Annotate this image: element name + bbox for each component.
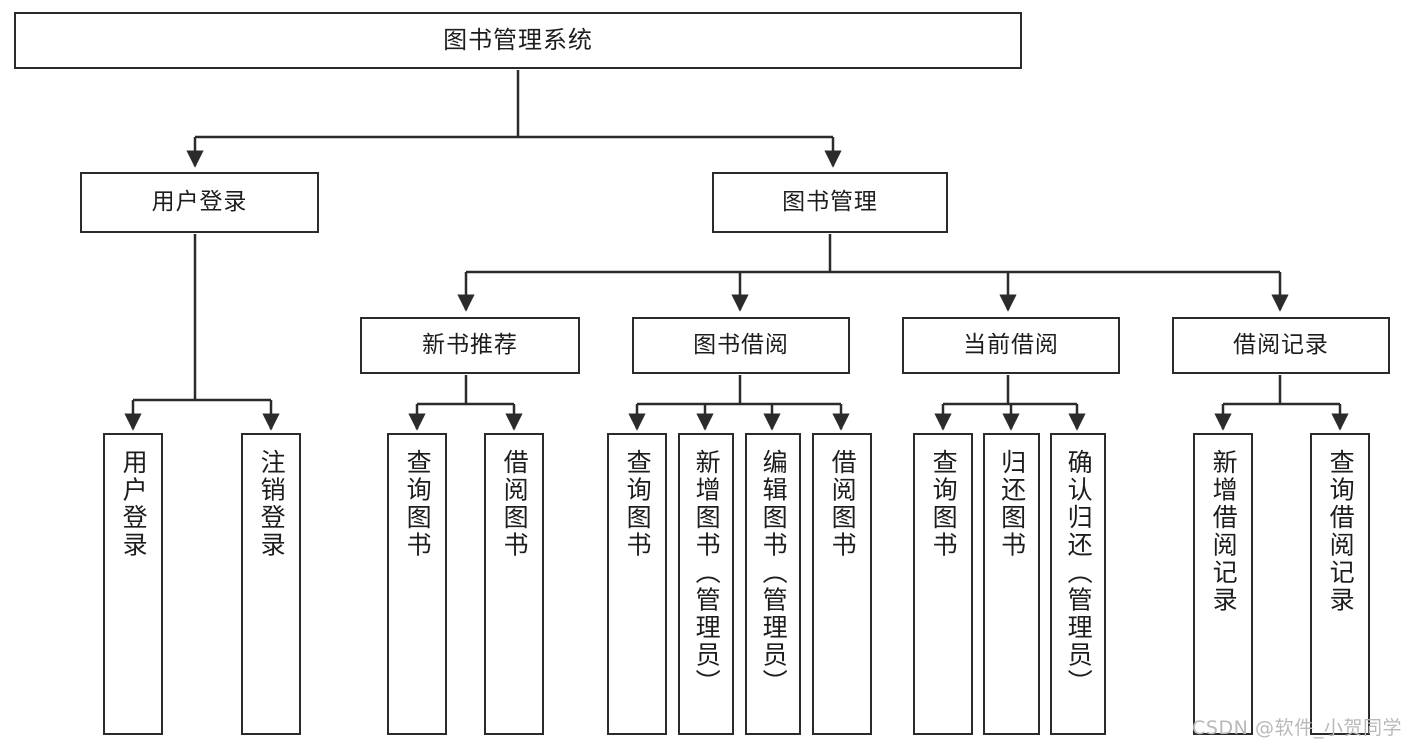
node-label: 归还图书 [997,449,1027,559]
leaf-borrow-record-query[interactable]: 查询借阅记录 [1310,433,1370,735]
leaf-book-borrow-edit[interactable]: 编辑图书（管理员） [745,433,801,735]
node-label: 新增借阅记录 [1209,449,1239,614]
leaf-current-borrow-query[interactable]: 查询图书 [913,433,973,735]
node-label: 当前借阅 [963,331,1059,358]
node-new-book-recommend[interactable]: 新书推荐 [360,317,580,374]
node-user-login[interactable]: 用户登录 [80,172,319,233]
leaf-new-book-query[interactable]: 查询图书 [387,433,447,735]
node-book-borrow[interactable]: 图书借阅 [632,317,850,374]
node-label: 查询借阅记录 [1326,449,1356,614]
leaf-borrow-record-add[interactable]: 新增借阅记录 [1193,433,1253,735]
node-current-borrow[interactable]: 当前借阅 [902,317,1120,374]
node-label: 用户登录 [119,449,149,559]
node-label: 确认归还（管理员） [1064,449,1094,697]
node-label: 编辑图书（管理员） [759,449,789,697]
node-label: 借阅图书 [828,449,858,559]
node-book-management-system[interactable]: 图书管理系统 [14,12,1022,69]
node-label: 新书推荐 [422,331,518,358]
node-label: 查询图书 [403,449,433,559]
node-label: 注销登录 [257,449,287,559]
node-label: 图书借阅 [693,331,789,358]
node-label: 查询图书 [929,449,959,559]
node-borrow-record[interactable]: 借阅记录 [1172,317,1390,374]
node-label: 查询图书 [623,449,653,559]
node-label: 新增图书（管理员） [692,449,722,697]
node-book-management[interactable]: 图书管理 [712,172,948,233]
leaf-book-borrow-borrow[interactable]: 借阅图书 [812,433,872,735]
leaf-new-book-borrow[interactable]: 借阅图书 [484,433,544,735]
leaf-book-borrow-add[interactable]: 新增图书（管理员） [678,433,734,735]
leaf-book-borrow-query[interactable]: 查询图书 [607,433,667,735]
leaf-user-login-login[interactable]: 用户登录 [103,433,163,735]
node-label: 借阅图书 [500,449,530,559]
node-label: 图书管理 [782,188,878,215]
leaf-current-borrow-confirm[interactable]: 确认归还（管理员） [1050,433,1106,735]
node-label: 用户登录 [151,188,248,215]
leaf-user-login-logout[interactable]: 注销登录 [241,433,301,735]
node-label: 图书管理系统 [443,26,593,55]
leaf-current-borrow-return[interactable]: 归还图书 [983,433,1040,735]
node-label: 借阅记录 [1233,331,1329,358]
